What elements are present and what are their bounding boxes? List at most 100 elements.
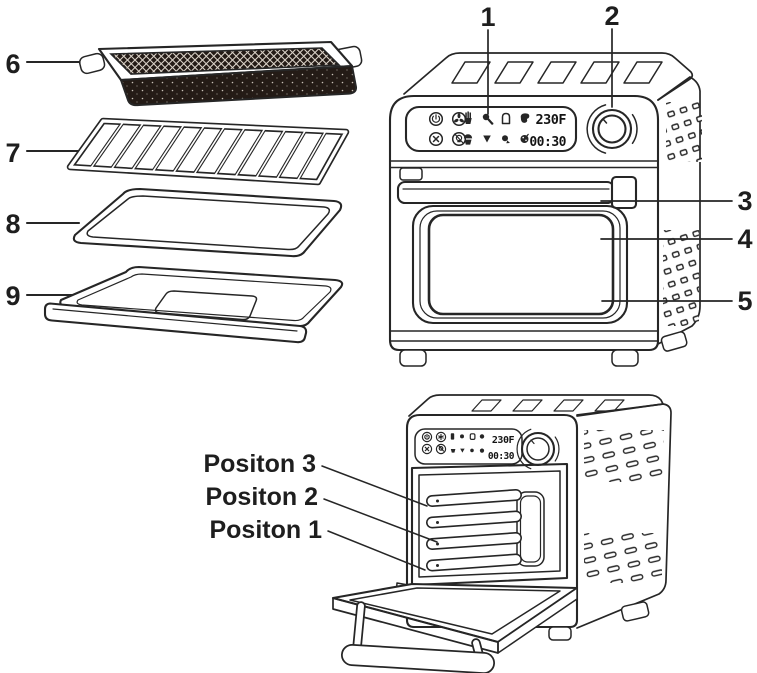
cancel-button [428,131,444,147]
power-button [421,431,433,443]
rail-pin [436,499,439,503]
crumb-tray-inner-line [76,273,332,322]
top-vent-slot [594,399,625,412]
position-3-leader-line [321,465,428,507]
crumb-tray [43,265,344,344]
foot-front-left [399,349,427,367]
baking-tray-inner [86,195,331,251]
cavity-inner-frame [418,470,561,578]
callout-1: 1 [480,2,496,115]
callout-3-label: 3 [737,186,752,216]
position-label-2: Positon 2 [205,483,438,543]
open-top-vent-slots [471,399,625,412]
knob-inner-dial [526,437,550,461]
oven-front-face [388,94,660,352]
callout-4: 4 [600,224,753,254]
callout-7: 7 [5,138,86,168]
top-vent-slot [623,61,663,84]
rail-bars-highlight [427,490,521,570]
top-vent-slot [537,61,577,84]
foot-front-right [611,349,639,367]
top-vent-slot [512,399,543,412]
fries-icon [450,433,455,440]
defrost-icon [460,448,465,453]
open-oven-side-face [576,403,672,629]
foot-rear-right [620,601,650,622]
steak-icon [520,113,530,123]
cavity-rear-window [516,491,545,567]
drumstick-icon [482,113,494,125]
callout-1-label: 1 [480,2,495,32]
light-button [451,131,467,147]
rack-frame-highlight [68,119,348,184]
rack-wires-highlight [89,121,327,182]
open-control-panel: 230F 00:30 [414,428,523,465]
position-1-leader-line [327,530,426,571]
callout-5-label: 5 [737,286,752,316]
cavity-outer-frame [410,462,569,587]
power-icon [431,114,441,123]
cancel-button [421,443,433,455]
fries-icon [464,111,472,124]
position-2-leader-line [323,498,438,543]
display-temperature: 230F [492,435,515,446]
top-vent-slot [580,61,620,84]
control-knob [586,104,638,154]
cookie-icon [479,448,485,453]
callout-4-label: 4 [737,224,752,254]
wire-rack [66,117,350,186]
fan-button [435,431,447,443]
callout-3: 3 [600,186,753,216]
open-oven-feet [548,601,650,641]
top-vent-slot [494,61,534,84]
top-vent-slot [553,399,584,412]
callout-7-label: 7 [5,138,20,168]
rail-pin [436,542,439,546]
baking-tray [72,187,343,258]
crumb-tray-lip-line [52,308,298,332]
knob-right-arc [554,436,560,462]
fan-icon [454,113,464,123]
door-handle [396,175,638,210]
top-vent-slots [451,61,663,84]
position-3-text: Positon 3 [203,450,316,478]
door-bottom-seam [389,330,659,342]
cupcake-icon [463,134,473,145]
cookie-icon [520,133,529,143]
foot-front-right [548,626,572,641]
position-2-text: Positon 2 [205,483,318,511]
side-vent-holes-upper [666,102,702,162]
door-top-seam [389,160,659,169]
knob-right-arc [631,113,638,145]
door-glass-inset [349,587,561,635]
knob-inner-dial [597,114,627,144]
door-window [411,204,629,325]
rack-slot-rails [426,489,522,572]
oven-cavity [410,462,569,587]
callout-8: 8 [5,209,81,239]
steak-icon [479,434,485,439]
top-vent-slot [471,399,502,412]
drumstick-icon [460,434,464,439]
oven-front-view: 230F 00:30 [388,1,753,367]
cancel-icon [432,135,440,143]
handle-bar-highlight [342,645,494,673]
fan-icon [438,433,444,441]
crumb-tray-depression [154,290,258,321]
basket-body [120,65,358,107]
knob-pointer [530,439,535,445]
shrimp-icon [502,135,510,144]
position-label-3: Positon 3 [203,450,428,507]
top-vent-slot [451,61,491,84]
door-window-outer [411,204,629,325]
light-icon [454,133,464,144]
rail-pin [436,564,439,567]
callout-2: 2 [604,1,620,108]
rail-pin [436,521,439,524]
basket-mesh [109,47,341,75]
door-handle-end-cap [610,175,638,210]
callout-6-label: 6 [5,49,20,79]
display-timer: 00:30 [488,451,515,462]
callout-9-label: 9 [5,281,20,311]
